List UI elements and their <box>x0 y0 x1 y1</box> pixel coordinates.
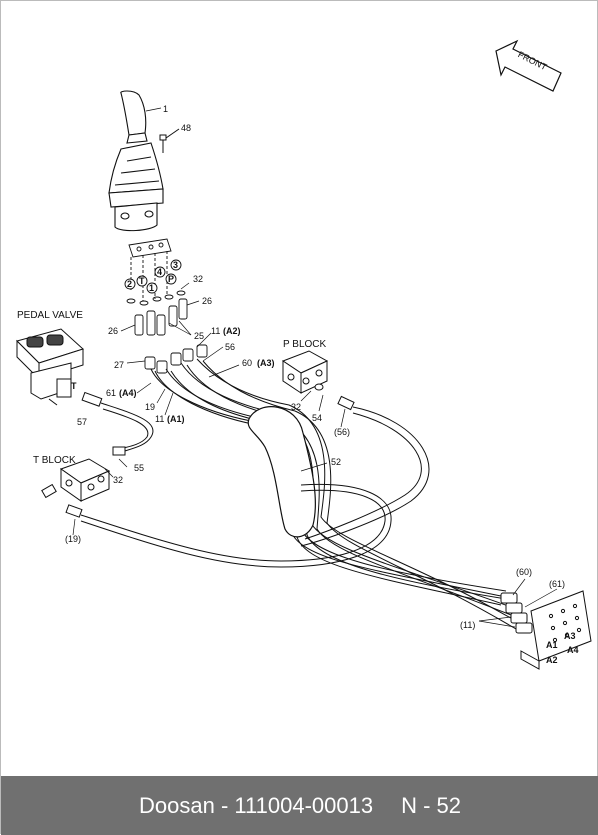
callout-26a: 26 <box>202 296 212 306</box>
callout-57: 57 <box>77 417 87 427</box>
callout-52: 52 <box>331 457 341 467</box>
pedal-valve-label: PEDAL VALVE <box>17 310 83 321</box>
callout-60: 60 <box>242 358 252 368</box>
outlet-bracket <box>500 590 592 670</box>
callout-a3: (A3) <box>257 358 275 368</box>
callout-t: T <box>139 276 145 286</box>
callout-11a: 11 <box>211 326 220 336</box>
port-a3: A3 <box>564 631 576 641</box>
hose-56 <box>300 406 430 547</box>
valve-plate <box>128 238 172 301</box>
callout-48: 48 <box>181 123 191 133</box>
footer-separator: - <box>220 792 229 818</box>
callout-26b: 26 <box>108 326 118 336</box>
parts-diagram: FRONT 2 T 1 4 P 3 <box>16 39 592 670</box>
port-t: T <box>71 381 77 391</box>
callout-p: P <box>168 274 174 284</box>
port-markers <box>124 259 182 294</box>
port-a4: A4 <box>567 645 579 655</box>
hose-57 <box>81 391 154 456</box>
front-arrow: FRONT <box>495 39 562 92</box>
callout-a4: (A4) <box>119 388 137 398</box>
t-block <box>41 458 111 502</box>
callout-61: 61 <box>106 388 116 398</box>
callout-1: 1 <box>163 104 168 114</box>
callout-55: 55 <box>134 463 144 473</box>
hose-bundle <box>150 358 517 630</box>
footer-part-number: 111004-00013 <box>234 792 374 818</box>
callout-19a: 19 <box>145 402 155 412</box>
footer-page-ref: N - 52 <box>401 792 461 818</box>
fittings <box>134 298 208 374</box>
callout-54: 54 <box>312 413 322 423</box>
callout-1c: 1 <box>149 283 154 293</box>
callout-56p: (56) <box>334 427 350 437</box>
callout-61p: (61) <box>549 579 565 589</box>
joystick-handle <box>108 90 164 232</box>
port-a1: A1 <box>546 640 558 650</box>
callout-60p: (60) <box>516 567 532 577</box>
p-block-label: P BLOCK <box>283 339 326 350</box>
footer-brand: Doosan <box>139 792 215 818</box>
callout-32c: 32 <box>113 475 123 485</box>
pedal-valve <box>16 328 84 406</box>
hose-19 <box>65 483 392 568</box>
callout-19p: (19) <box>65 534 81 544</box>
callout-11p: (11) <box>460 620 475 630</box>
callout-2: 2 <box>127 279 132 289</box>
callout-27: 27 <box>114 360 124 370</box>
callout-3: 3 <box>173 260 178 270</box>
callout-32a: 32 <box>193 274 203 284</box>
callout-32b: 32 <box>291 402 301 412</box>
callout-25: 25 <box>194 331 204 341</box>
callout-4: 4 <box>157 267 162 277</box>
callout-a1: (A1) <box>167 414 185 424</box>
hose-sleeve <box>247 406 316 538</box>
callout-11b: 11 <box>155 414 164 424</box>
o-rings <box>126 290 186 306</box>
bolt-48 <box>159 128 180 153</box>
port-a2: A2 <box>546 655 558 665</box>
callout-56: 56 <box>225 342 235 352</box>
p-block <box>281 350 355 411</box>
footer-bar: Doosan - 111004-00013 N - 52 <box>1 776 598 835</box>
callout-a2: (A2) <box>223 326 241 336</box>
leader-lines <box>72 282 558 628</box>
t-block-label: T BLOCK <box>33 455 76 466</box>
